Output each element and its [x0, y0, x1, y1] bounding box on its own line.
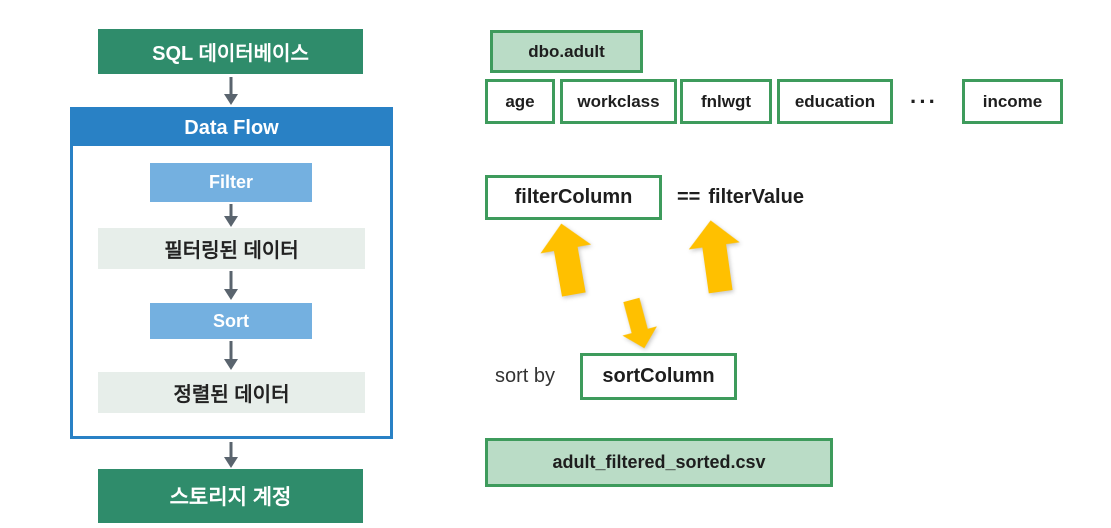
dbo-adult-box: dbo.adult	[490, 30, 643, 73]
column-ellipsis: ···	[910, 88, 938, 114]
column-box-education: education	[777, 79, 893, 124]
arrow-down-icon	[224, 442, 238, 468]
data-flow-header: Data Flow	[73, 110, 390, 146]
filter-expression: == filterValue	[677, 175, 804, 220]
sort-step-box: Sort	[150, 303, 312, 339]
flow-connector	[221, 341, 241, 370]
filter-value: filterValue	[708, 186, 804, 208]
column-box-fnlwgt: fnlwgt	[680, 79, 772, 124]
arrow-down-icon	[224, 271, 238, 300]
column-box-income: income	[962, 79, 1063, 124]
sql-database-box: SQL 데이터베이스	[98, 29, 363, 74]
filter-column-box: filterColumn	[485, 175, 662, 220]
arrow-down-icon	[224, 341, 238, 370]
sort-column-box: sortColumn	[580, 353, 737, 400]
filter-step-box: Filter	[150, 163, 312, 202]
column-box-age: age	[485, 79, 555, 124]
filtered-data-box: 필터링된 데이터	[98, 228, 365, 269]
column-box-workclass: workclass	[560, 79, 677, 124]
sort-by-label: sort by	[495, 365, 556, 387]
arrow-down-icon	[224, 204, 238, 227]
sorted-data-box: 정렬된 데이터	[98, 372, 365, 413]
yellow-up-arrow-icon	[685, 217, 747, 300]
storage-account-box: 스토리지 계정	[98, 469, 363, 523]
yellow-up-arrow-icon	[536, 219, 601, 304]
flow-connector	[221, 442, 241, 468]
filter-operator: ==	[677, 186, 701, 208]
yellow-down-arrow-icon	[610, 294, 668, 359]
flow-connector	[221, 204, 241, 227]
flow-connector	[221, 77, 241, 105]
output-csv-box: adult_filtered_sorted.csv	[485, 438, 833, 487]
arrow-down-icon	[224, 77, 238, 105]
flow-connector	[221, 271, 241, 300]
